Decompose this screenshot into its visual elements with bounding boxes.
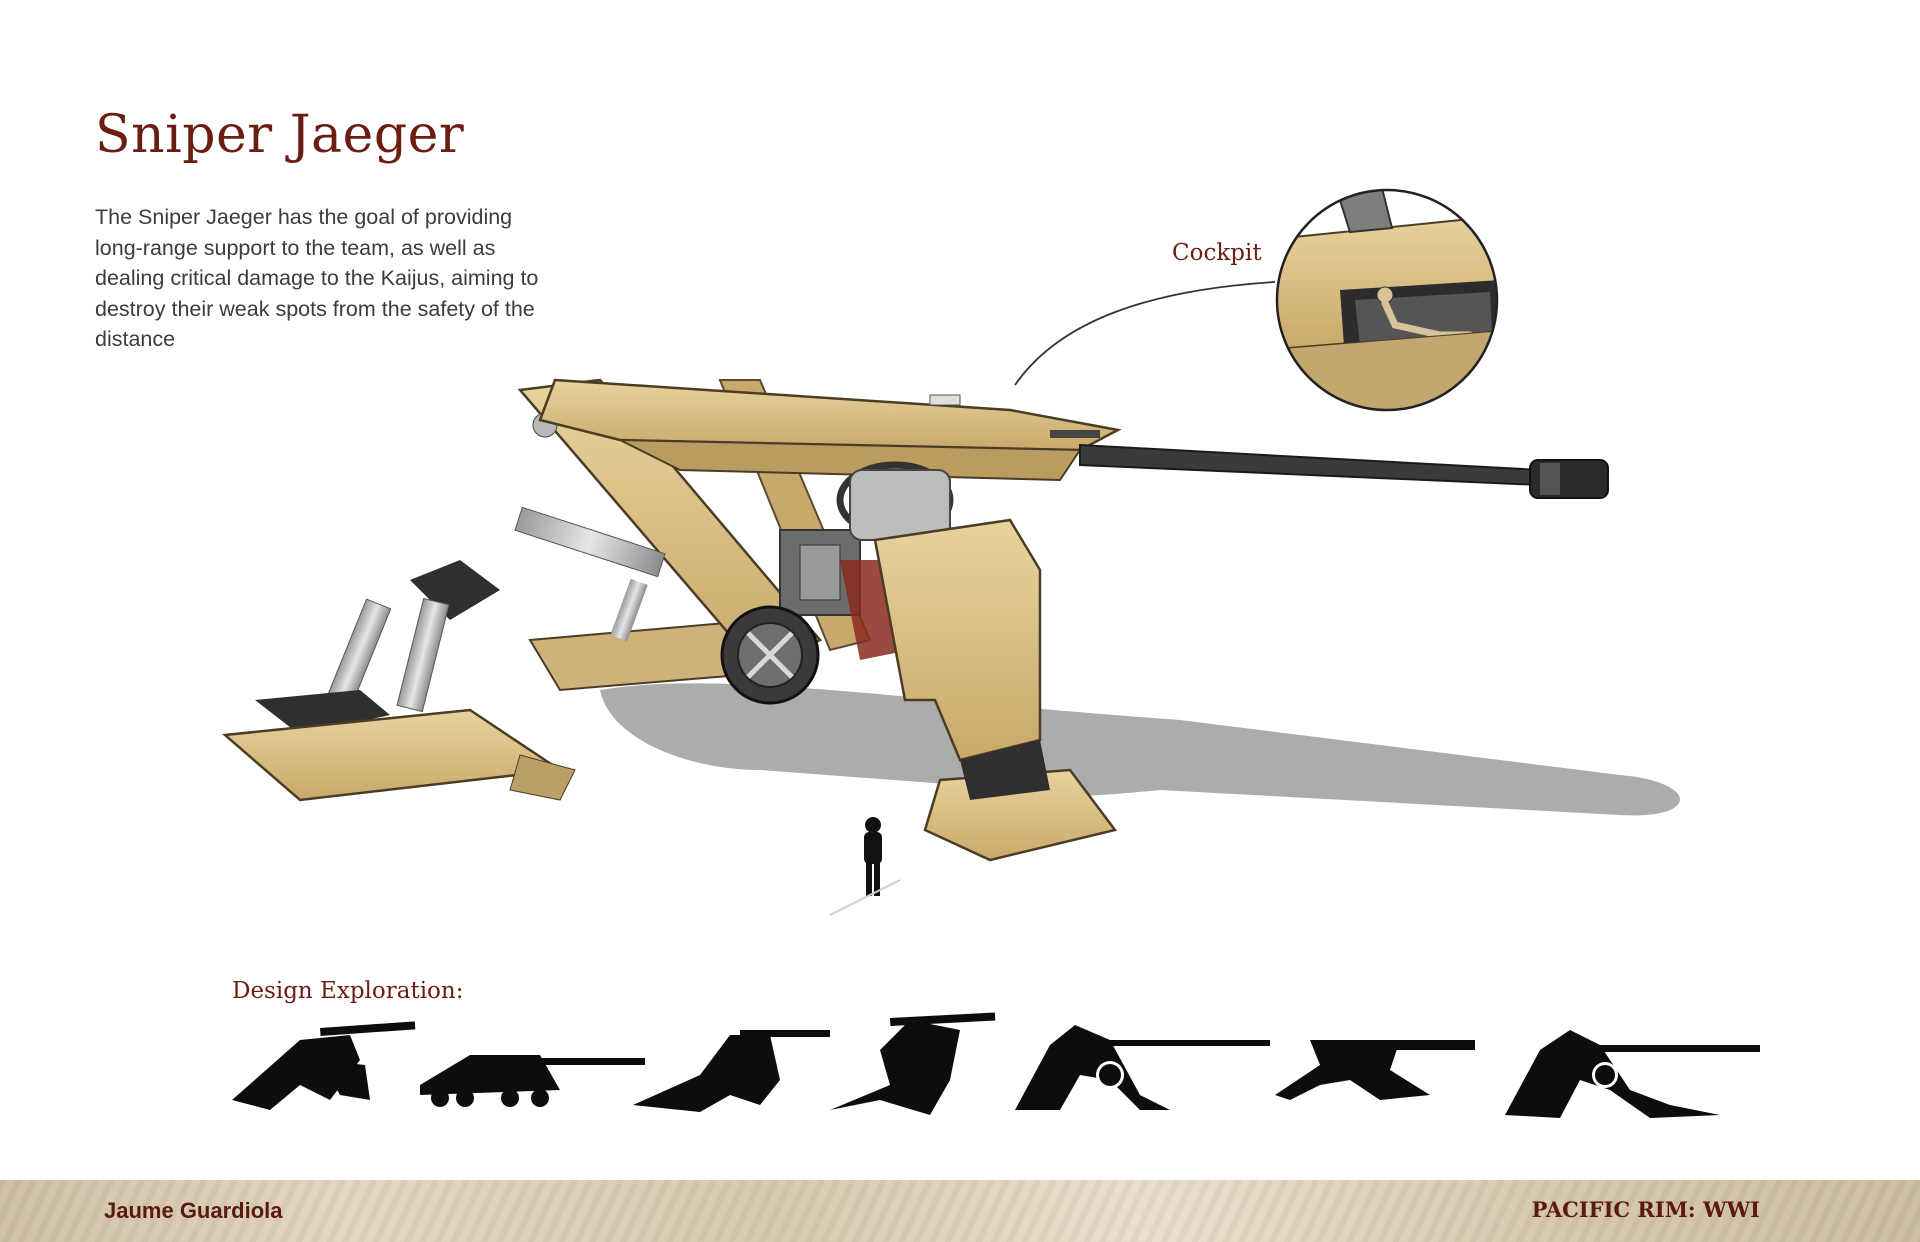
- sniper-barrel: [1079, 443, 1609, 499]
- silhouette-5: [1015, 1025, 1270, 1110]
- silhouette-2: [420, 1055, 645, 1107]
- cockpit-callout-circle: [1275, 188, 1499, 412]
- silhouette-6: [1275, 1040, 1475, 1100]
- cockpit-callout: [1014, 188, 1499, 412]
- design-exploration-label: Design Exploration:: [232, 978, 464, 1004]
- silhouette-3: [633, 1030, 830, 1112]
- silhouette-1: [232, 1021, 416, 1110]
- front-leg-left: [221, 378, 822, 802]
- silhouette-row: [232, 1012, 1760, 1118]
- silhouette-4: [830, 1012, 996, 1115]
- description-text: The Sniper Jaeger has the goal of provid…: [95, 205, 539, 351]
- hip-gear: [720, 605, 820, 705]
- callout-leader-line: [1014, 281, 1276, 386]
- cockpit-callout-label: Cockpit: [1172, 240, 1262, 266]
- author-name: Jaume Guardiola: [104, 1198, 283, 1223]
- project-title: PACIFIC RIM: WWI: [1531, 1197, 1760, 1222]
- silhouette-7: [1505, 1030, 1760, 1118]
- sniper-jaeger-illustration: [221, 378, 1680, 916]
- front-leg-right: [873, 518, 1118, 862]
- mech-shadow: [600, 683, 1680, 816]
- page-title: Sniper Jaeger: [95, 105, 465, 165]
- footer-bar: Jaume Guardiola PACIFIC RIM: WWI: [0, 1180, 1920, 1242]
- human-scale-figure: [864, 817, 882, 896]
